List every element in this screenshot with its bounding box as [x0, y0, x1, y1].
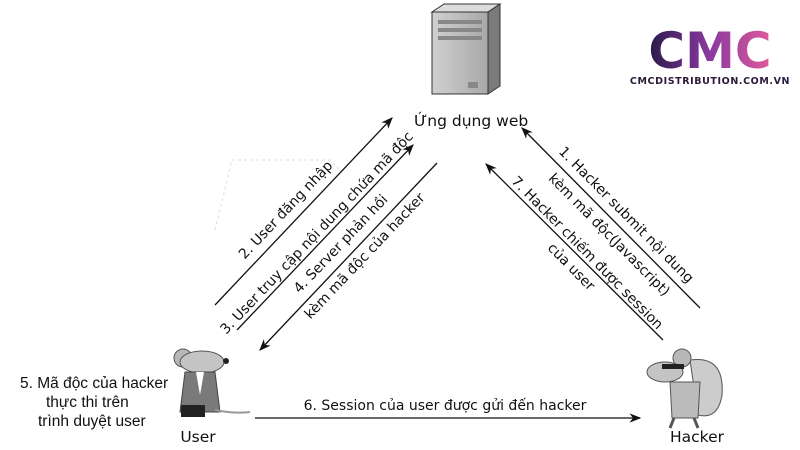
arrow-step-3: [236, 144, 414, 331]
user-mouse-icon: [173, 348, 251, 417]
decorative-dashed-outline: [214, 159, 341, 231]
hacker-mouse-icon: [646, 348, 723, 429]
arrow-step-7: [485, 163, 664, 341]
arrow-step-1: [521, 127, 701, 309]
server-icon: [430, 3, 502, 95]
arrow-step-4: [259, 162, 438, 351]
step-5-line2: thực thi trên: [46, 394, 129, 411]
arrow-step-2: [214, 117, 393, 306]
step-6-label: 6. Session của user được gửi đến hacker: [304, 397, 587, 414]
user-label: User: [180, 428, 216, 446]
logo-brand: CMC: [648, 22, 771, 80]
cmc-logo: CMC CMCDISTRIBUTION.COM.VN: [630, 22, 790, 87]
step-5-line3: trình duyệt user: [38, 413, 146, 430]
step-2-label: 2. User đăng nhập: [236, 158, 337, 263]
step-5-line1: 5. Mã độc của hacker: [20, 375, 168, 392]
step-7-label-line1: 7. Hacker chiếm được session: [508, 173, 667, 333]
step-5-label: 5. Mã độc của hacker thực thi trên trình…: [20, 375, 168, 430]
hacker-label: Hacker: [670, 428, 725, 446]
server-label: Ứng dụng web: [414, 111, 528, 130]
logo-site: CMCDISTRIBUTION.COM.VN: [630, 76, 790, 87]
